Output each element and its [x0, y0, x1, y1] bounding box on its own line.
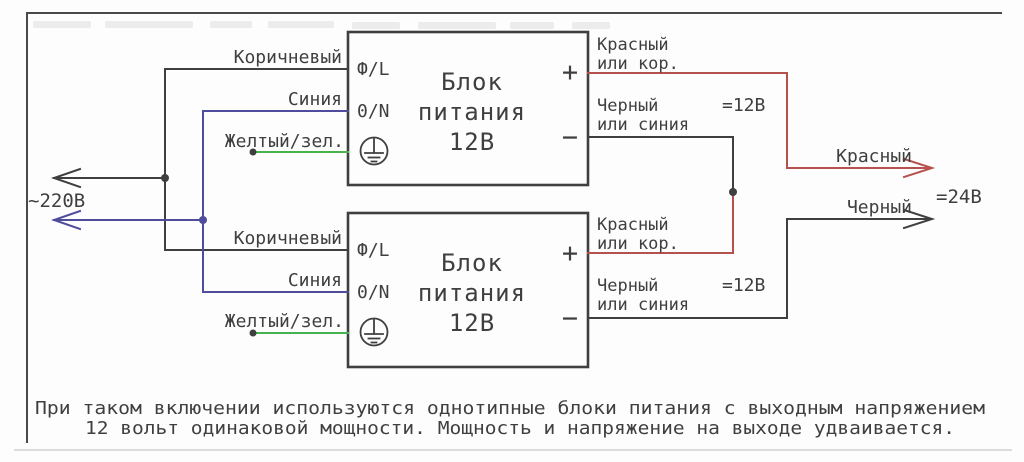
smudge-mark: [352, 22, 400, 29]
smudge-mark: [210, 21, 252, 28]
psu1-plus-terminal: +: [562, 57, 578, 88]
psu1-box: [346, 30, 590, 187]
psu1-plus-wire-label-line1: Красный: [597, 35, 669, 55]
caption-line1: При таком включении используются однотип…: [35, 398, 985, 419]
smudge-mark: [418, 22, 496, 29]
mains-phase-arrowhead-icon: [50, 167, 82, 189]
output-voltage-label: =24В: [936, 186, 982, 208]
ground-wire-end-dot-bottom: [249, 329, 257, 337]
neutral-wire-label-top: Синия: [288, 89, 342, 110]
smudge-mark: [510, 22, 554, 29]
ground-wire-end-dot-top: [249, 148, 257, 156]
output-black-wire-label: Черный: [847, 197, 912, 218]
psu2-phase-terminal: Ф/L: [357, 240, 390, 261]
wire-minus-bottom-output: [587, 218, 931, 319]
psu1-phase-terminal: Ф/L: [357, 59, 390, 80]
earth-ground-icon: [359, 317, 389, 347]
smudge-mark: [105, 21, 193, 28]
ground-wire-label-top: Желтый/зел.: [225, 131, 344, 152]
phase-wire-label-bottom: Коричневый: [234, 228, 342, 249]
psu1-title-line1: Блок: [441, 68, 503, 96]
faint-smudges: [33, 21, 610, 29]
junction-dot-phase: [161, 174, 169, 182]
neutral-wire-label-bottom: Синия: [288, 270, 342, 291]
output-red-arrowhead-icon: [902, 157, 936, 179]
mains-voltage-label: ~220В: [28, 190, 85, 212]
psu2-plus-terminal: +: [562, 238, 578, 269]
output-black-arrowhead-icon: [902, 208, 936, 230]
smudge-mark: [572, 22, 610, 29]
psu1-minus-terminal: −: [562, 122, 578, 153]
psu2-neutral-terminal: 0/N: [357, 282, 390, 303]
psu1-neutral-terminal: 0/N: [357, 101, 390, 122]
psu2-title-line3: 12В: [449, 309, 495, 337]
psu2-box: [346, 211, 590, 369]
psu1-plus-wire-label-line2: или кор.: [597, 54, 679, 74]
earth-ground-icon: [359, 136, 389, 166]
wire-plus-top-output: [587, 72, 931, 169]
psu2-minus-wire-label-line1: Черный: [597, 276, 658, 296]
psu2-plus-wire-label-line2: или кор.: [597, 234, 679, 254]
smudge-mark: [268, 21, 334, 28]
psu1-minus-wire-label-line2: или синия: [597, 115, 689, 135]
output-red-wire-label: Красный: [836, 146, 912, 167]
psu2-title-line2: питания: [418, 279, 526, 307]
drawing-frame: [26, 12, 1002, 443]
phase-wire-label-top: Коричневый: [234, 47, 342, 68]
junction-dot-neutral: [199, 216, 207, 224]
wire-minus-top-to-junction: [587, 136, 734, 193]
psu2-minus-terminal: −: [562, 303, 578, 334]
mains-neutral-arrowhead-icon: [50, 209, 82, 231]
psu1-title-line2: питания: [418, 98, 526, 126]
psu2-title-line1: Блок: [441, 249, 503, 277]
wire-plus-bottom-to-junction: [587, 191, 734, 254]
psu1-output-voltage-label: =12В: [722, 95, 765, 116]
psu2-plus-wire-label-line1: Красный: [597, 215, 669, 235]
psu1-title-line3: 12В: [449, 128, 495, 156]
psu2-minus-wire-label-line2: или синия: [597, 295, 689, 315]
caption-line2: 12 вольт одинаковой мощности. Мощность и…: [85, 418, 955, 439]
junction-dot-series: [729, 188, 737, 196]
psu1-minus-wire-label-line1: Черный: [597, 96, 658, 116]
ground-wire-label-bottom: Желтый/зел.: [225, 311, 344, 332]
psu2-output-voltage-label: =12В: [722, 275, 765, 296]
smudge-mark: [33, 21, 91, 28]
